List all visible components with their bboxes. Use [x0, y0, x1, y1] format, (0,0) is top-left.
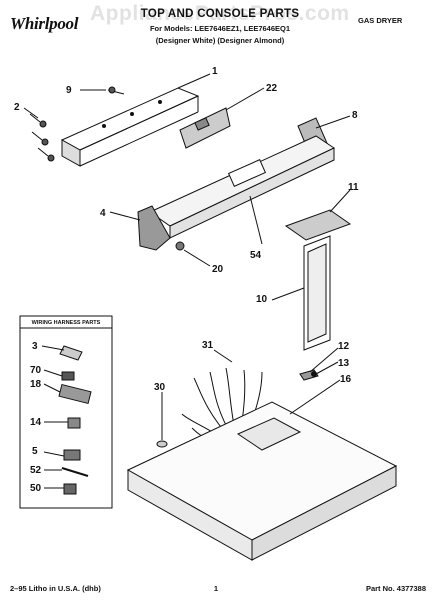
footer-part-number: Part No. 4377388 [365, 584, 426, 593]
callout-13: 13 [338, 358, 350, 369]
brand-logo: Whirlpool [10, 14, 79, 33]
callout-2: 2 [14, 102, 20, 113]
watermark: AppliancePartsPros.com [90, 2, 350, 25]
part-9-screw [107, 86, 125, 95]
part-22-timer [179, 107, 231, 149]
part-1-bracket [60, 87, 200, 151]
callout-52: 52 [30, 465, 42, 476]
callout-22: 22 [266, 83, 278, 94]
color-variants: (Designer White) (Designer Almond) [155, 36, 285, 45]
part-11-lint-cover [284, 209, 352, 241]
callout-16: 16 [340, 374, 352, 385]
part-50 [63, 483, 77, 495]
callout-12: 12 [338, 341, 350, 352]
part-2-screws [29, 113, 55, 162]
footer-page-number: 1 [213, 584, 219, 593]
callout-11: 11 [348, 182, 359, 193]
callout-3: 3 [32, 341, 38, 352]
part-5 [63, 449, 81, 461]
page-title: TOP AND CONSOLE PARTS [140, 8, 300, 20]
part-13-screw [311, 371, 317, 377]
model-list: For Models: LEE7646EZ1, LEE7646EQ1 [149, 24, 291, 33]
callout-5: 5 [32, 446, 38, 457]
footer-litho: 2–95 Litho in U.S.A. (dhb) [10, 584, 101, 593]
part-30-plug [156, 440, 168, 448]
callout-8: 8 [352, 110, 358, 121]
wiring-box-title: WIRING HARNESS PARTS [31, 320, 101, 326]
callout-10: 10 [256, 294, 268, 305]
part-18 [58, 383, 92, 405]
callout-70: 70 [30, 365, 42, 376]
callout-1: 1 [212, 66, 218, 77]
product-type: GAS DRYER [358, 16, 403, 25]
callout-50: 50 [30, 483, 42, 494]
callout-20: 20 [212, 264, 224, 275]
part-14 [67, 417, 81, 429]
part-4-endcap [137, 205, 171, 251]
callout-54: 54 [250, 250, 262, 261]
callout-9: 9 [66, 85, 72, 96]
part-52 [61, 467, 89, 477]
part-16-top [126, 401, 398, 541]
callout-18: 18 [30, 379, 42, 390]
part-70 [61, 371, 75, 381]
callout-30: 30 [154, 382, 166, 393]
callout-14: 14 [30, 417, 42, 428]
callout-31: 31 [202, 340, 214, 351]
part-20-knob [175, 241, 185, 251]
part-3 [59, 345, 83, 361]
callout-4: 4 [100, 208, 106, 219]
